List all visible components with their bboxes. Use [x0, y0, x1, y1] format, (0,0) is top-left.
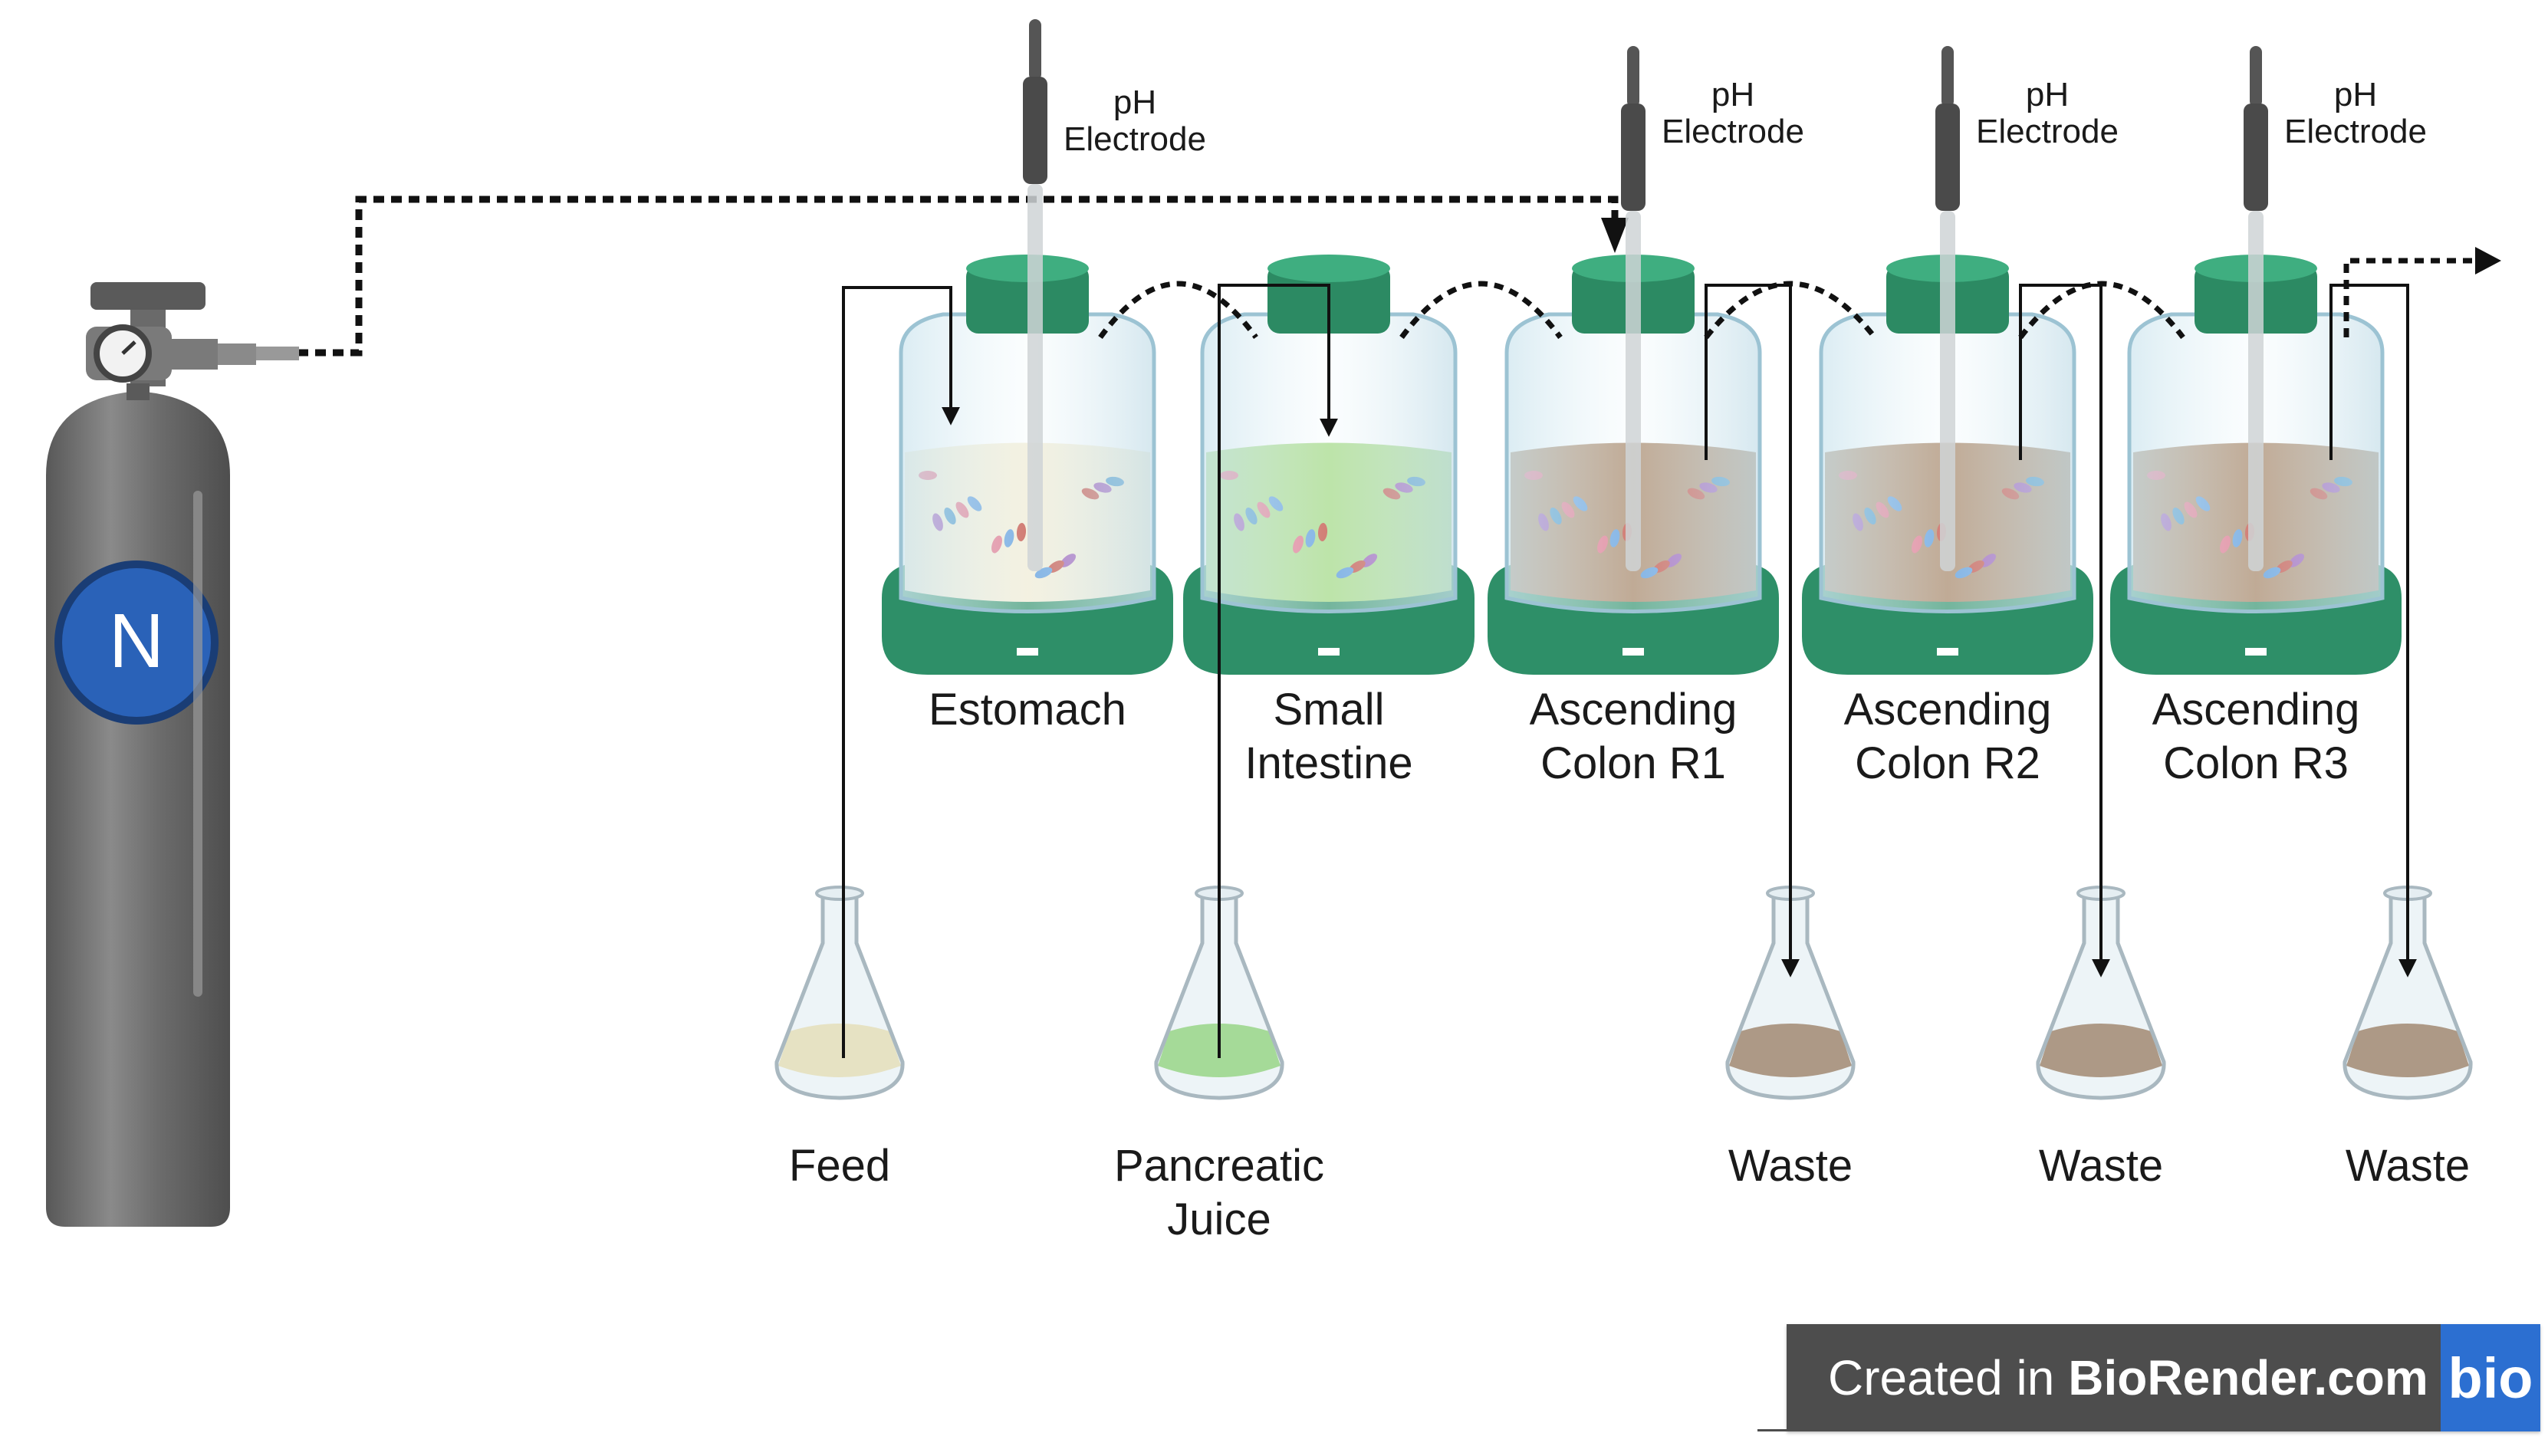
reactor-base-light — [2245, 648, 2267, 656]
ph-label-line1: pH — [1711, 76, 1754, 113]
reactor-label-line1: Small — [1273, 685, 1384, 735]
nitrogen-symbol: N — [109, 598, 164, 684]
gas-line-arrow — [1601, 218, 1629, 253]
reactor-label-line1: Ascending — [2152, 685, 2360, 735]
reactor-label-line2: Colon R3 — [2163, 738, 2349, 788]
flask-label-line1: Waste — [2039, 1141, 2163, 1191]
outlet-arrow — [2475, 247, 2501, 274]
flask-glass — [2036, 893, 2166, 1100]
badge-text: Created in BioRender.com — [1787, 1324, 2441, 1431]
flask-1: Feed — [774, 886, 905, 1191]
reactor-label-line1: Ascending — [1844, 685, 2052, 735]
flask-4: Waste — [2036, 886, 2166, 1191]
ph-label-line2: Electrode — [1064, 120, 1206, 158]
flask-3: Waste — [1725, 886, 1856, 1191]
feed-tube — [842, 286, 960, 1058]
ph-label-line2: Electrode — [1662, 113, 1804, 150]
flask-liquid — [1729, 1024, 1852, 1077]
reactor-cap-top — [1267, 255, 1390, 282]
flask-glass — [1725, 893, 1856, 1100]
reactor-label-line1: Ascending — [1530, 685, 1738, 735]
reactor-jar — [1200, 312, 1458, 613]
flask-label-line2: Juice — [1167, 1195, 1271, 1244]
badge-underline — [1757, 1429, 1793, 1431]
flask-label-line1: Pancreatic — [1114, 1141, 1324, 1191]
ph-label-line1: pH — [1113, 84, 1156, 121]
flask-liquid — [778, 1024, 901, 1077]
flask-label-line1: Waste — [1728, 1141, 1853, 1191]
biorender-badge[interactable]: Created in BioRender.com bio — [1787, 1324, 2540, 1431]
nitrogen-badge — [54, 560, 219, 725]
flask-glass — [774, 893, 905, 1100]
flask-rim — [815, 886, 864, 901]
reactor-label-line1: Estomach — [929, 685, 1126, 735]
badge-prefix: Created in — [1828, 1350, 2055, 1405]
flask-glass — [2343, 893, 2473, 1100]
reactor-base-light — [1623, 648, 1644, 656]
flask-label-line1: Feed — [789, 1141, 890, 1191]
waste-tube-3 — [2329, 284, 2417, 978]
waste-tube-2 — [2019, 284, 2110, 978]
ph-label-line1: pH — [2334, 76, 2377, 113]
ph-label-line2: Electrode — [2284, 113, 2427, 150]
flask-liquid — [2346, 1024, 2469, 1077]
flask-label-line1: Waste — [2346, 1141, 2470, 1191]
ph-label-line2: Electrode — [1976, 113, 2119, 150]
transfer-link-2 — [1399, 281, 1563, 340]
biorender-logo: bio — [2441, 1324, 2540, 1431]
reactor-label-line2: Intestine — [1244, 738, 1412, 788]
reactor-label-line2: Colon R1 — [1540, 738, 1726, 788]
reactor-base-light — [1017, 648, 1038, 656]
nitrogen-cylinder: N — [46, 282, 299, 1227]
gas-line — [298, 196, 1619, 357]
badge-brand: BioRender.com — [2068, 1350, 2428, 1405]
flask-5: Waste — [2343, 886, 2473, 1191]
reactor-base-light — [1937, 648, 1958, 656]
pancreatic-tube — [1218, 284, 1338, 1058]
flask-liquid — [2040, 1024, 2162, 1077]
ph-label-line1: pH — [2026, 76, 2069, 113]
reactor-label-line2: Colon R2 — [1855, 738, 2040, 788]
transfer-link-1 — [1098, 281, 1258, 340]
waste-tube-1 — [1705, 284, 1800, 978]
outlet-line — [2343, 258, 2477, 337]
reactor-base-light — [1318, 648, 1340, 656]
